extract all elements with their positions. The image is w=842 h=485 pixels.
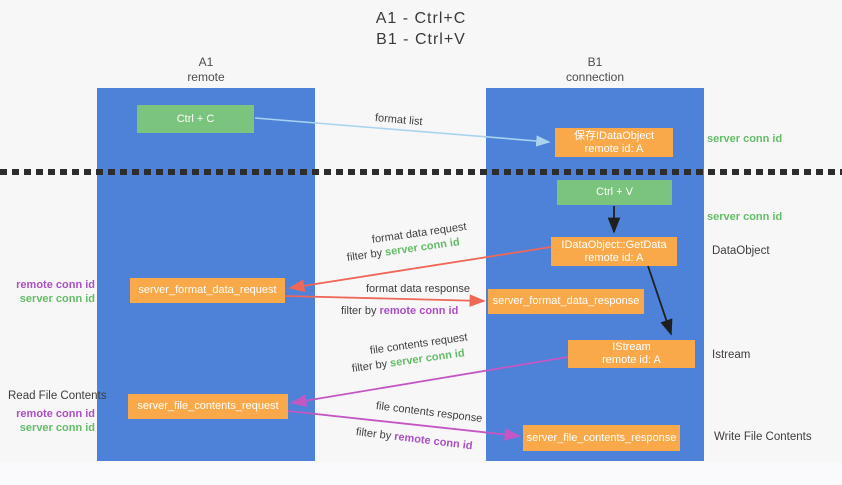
node-ctrl-c-label: Ctrl + C [176,112,215,125]
node-getdata-line2: remote id: A [584,251,644,264]
node-getdata-line1: IDataObject::GetData [561,238,667,251]
annotation-server-conn-id-2: server conn id [19,422,95,434]
node-istream-line2: remote id: A [602,354,661,366]
label-format-list: format list [374,112,424,129]
label-remote-conn-id-text: remote conn id [393,430,474,453]
lifeline-b1-role: connection [565,70,625,84]
lifeline-b1-name: B1 [587,55,603,69]
label-filter-by-text: filter by [351,358,388,375]
annotation-remote-conn-id-2: remote conn id [16,408,95,420]
annotation-remote-conn-id-1: remote conn id [16,279,95,291]
annotation-conn-ids-file: remote conn id server conn id [0,407,95,435]
footer-strip [0,462,842,485]
annotation-server-conn-id-mid: server conn id [707,211,783,223]
node-istream: IStream remote id: A [568,340,695,368]
label-filter-by-text: filter by [346,247,383,264]
phase-separator-line [0,169,842,175]
node-ctrl-v: Ctrl + V [557,180,672,205]
lifeline-a1-role: remote [187,70,225,84]
node-server-file-contents-response-label: server_file_contents_response [526,431,677,444]
node-server-format-data-request-label: server_format_data_request [138,284,277,296]
annotation-write-file-contents: Write File Contents [714,431,812,443]
node-save-idataobject-line1: 保存IDataObject [573,129,655,142]
title-line-2: B1 - Ctrl+V [376,31,466,48]
annotation-read-file-contents: Read File Contents [8,390,107,402]
node-save-idataobject: 保存IDataObject remote id: A [555,128,673,157]
annotation-server-conn-id-top: server conn id [707,133,783,145]
node-ctrl-c: Ctrl + C [137,105,254,133]
label-format-data-response: format data response [366,283,470,295]
node-ctrl-v-label: Ctrl + V [596,186,633,198]
node-idataobject-getdata: IDataObject::GetData remote id: A [551,237,677,266]
annotation-istream: Istream [712,349,751,361]
annotation-conn-ids-format: remote conn id server conn id [0,278,95,306]
label-remote-conn-id-text: remote conn id [379,305,459,317]
label-filter-by-text: filter by [341,305,377,317]
title-line-1: A1 - Ctrl+C [375,10,467,27]
lifeline-header-b1: B1 connection [486,55,704,85]
node-server-file-contents-request: server_file_contents_request [128,394,288,419]
node-istream-line1: IStream [612,341,651,353]
lifeline-a1-name: A1 [198,55,214,69]
lifeline-header-a1: A1 remote [97,55,315,85]
node-server-file-contents-response: server_file_contents_response [523,425,680,451]
diagram-title: A1 - Ctrl+C B1 - Ctrl+V [0,8,842,50]
node-server-format-data-response-label: server_format_data_response [492,295,640,307]
node-server-file-contents-request-label: server_file_contents_request [137,400,279,412]
node-server-format-data-response: server_format_data_response [488,289,644,314]
label-filter-by-text: filter by [355,426,392,443]
annotation-server-conn-id-1: server conn id [19,293,95,305]
node-save-idataobject-line2: remote id: A [584,142,644,155]
annotation-dataobject: DataObject [712,245,770,257]
node-server-format-data-request: server_format_data_request [130,278,285,303]
label-file-contents-response: file contents response [375,400,483,425]
